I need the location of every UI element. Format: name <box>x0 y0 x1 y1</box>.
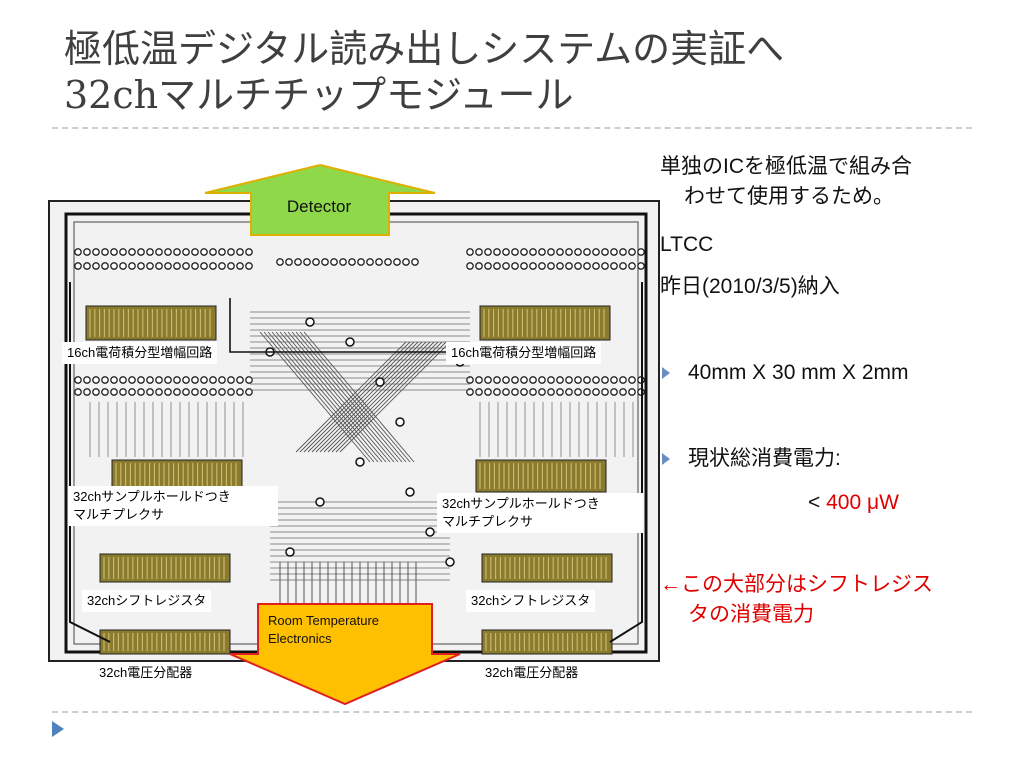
room-temperature-line1: Room Temperature <box>268 613 380 628</box>
mux-right-line1: 32chサンプルホールドつき <box>442 496 600 511</box>
amp-right-label: 16ch電荷積分型増幅回路 <box>446 342 602 364</box>
slide-title: 極低温デジタル読み出しシステムの実証へ 32chマルチチップモジュール <box>64 26 964 118</box>
detector-label: Detector <box>286 197 352 216</box>
power-value-line: < 400 μW <box>808 488 899 518</box>
footer-divider <box>52 711 972 713</box>
divider-right-label: 32ch電圧分配器 <box>480 662 584 684</box>
slide-title-line2: 32chマルチチップモジュール <box>64 73 574 117</box>
shift-left-label: 32chシフトレジスタ <box>82 590 212 612</box>
body-line1: 単独のICを極低温で組み合 <box>660 155 912 178</box>
detector-arrow-icon <box>204 163 436 236</box>
bullet-triangle-icon <box>662 453 670 465</box>
note-line2: タの消費電力 <box>688 603 814 626</box>
mux-right-line2: マルチプレクサ <box>442 514 534 529</box>
bullet-triangle-icon <box>662 367 670 379</box>
room-temperature-line2: Electronics <box>268 631 332 646</box>
bullet-dimensions: 40mm X 30 mm X 2mm <box>688 361 909 384</box>
room-temperature-arrow-icon <box>229 603 461 706</box>
mux-left-line1: 32chサンプルホールドつき <box>73 489 231 504</box>
body-line2: わせて使用するため。 <box>684 185 894 208</box>
room-temperature-label: Room Temperature Electronics <box>268 612 422 648</box>
divider-left-label: 32ch電圧分配器 <box>94 662 198 684</box>
next-slide-icon[interactable] <box>52 721 64 737</box>
amp-left-label: 16ch電荷積分型増幅回路 <box>62 342 218 364</box>
bullet-power: 現状総消費電力: <box>688 447 841 470</box>
mux-left-line2: マルチプレクサ <box>73 507 165 522</box>
slide-title-line1: 極低温デジタル読み出しシステムの実証へ <box>64 27 785 71</box>
body-delivery: 昨日(2010/3/5)納入 <box>660 275 840 298</box>
body-ltcc: LTCC <box>660 233 714 256</box>
mux-left-label: 32chサンプルホールドつき マルチプレクサ <box>68 486 278 526</box>
shift-right-label: 32chシフトレジスタ <box>466 590 596 612</box>
mux-right-label: 32chサンプルホールドつき マルチプレクサ <box>437 493 643 533</box>
note-line1: ←この大部分はシフトレジス <box>660 573 933 596</box>
power-prefix: < <box>808 491 827 514</box>
power-value: 400 μW <box>826 491 899 514</box>
title-divider <box>52 127 972 129</box>
